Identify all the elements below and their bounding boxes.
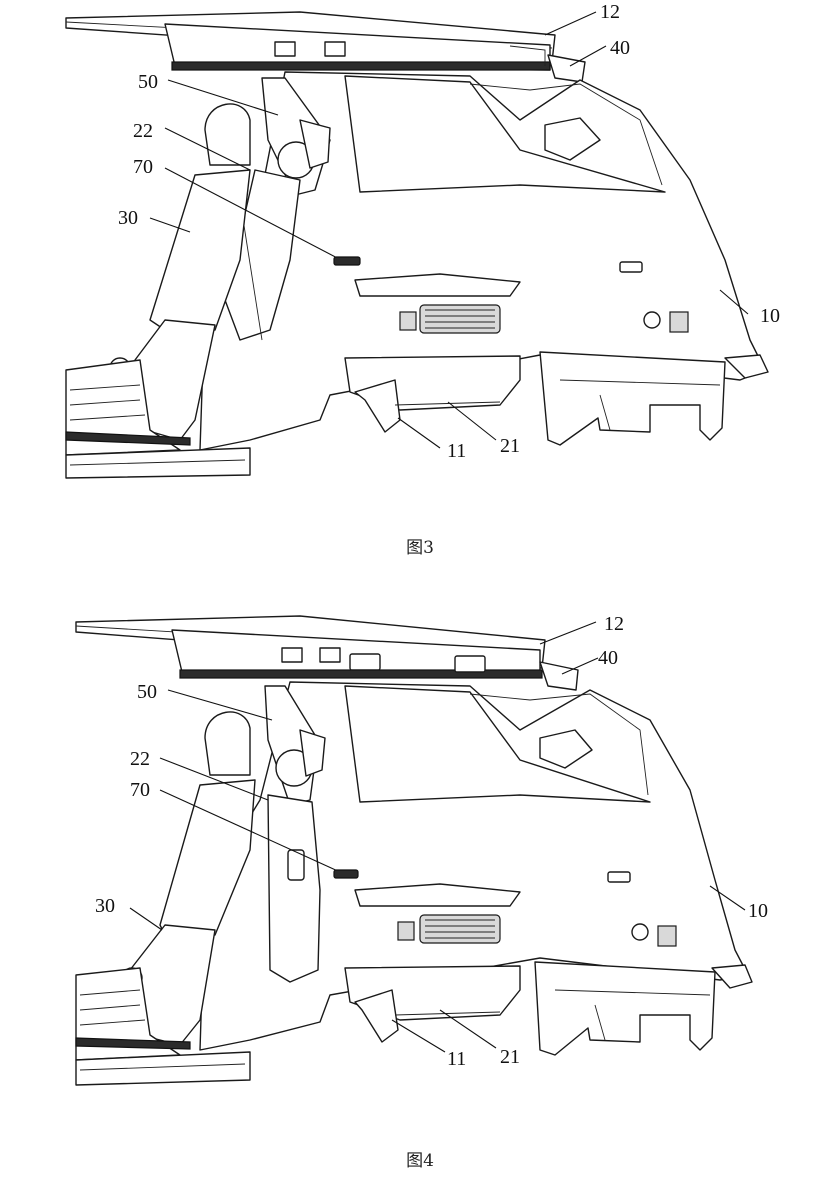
label-22: 22 [133, 120, 153, 142]
label-11: 11 [447, 440, 466, 462]
figure-3-caption: 图3 [406, 538, 434, 558]
pillar-trim-50 [224, 77, 331, 341]
storage-box-21 [344, 351, 769, 446]
leader-lines [129, 621, 746, 1053]
bracket-40 [539, 661, 579, 691]
label-70: 70 [130, 779, 150, 801]
label-12: 12 [600, 1, 620, 23]
bracket-40 [547, 54, 586, 83]
label-30: 30 [118, 207, 138, 229]
figure-4-drawing: 12 40 50 22 70 30 10 11 21 [75, 613, 768, 1086]
roof-header-12 [75, 615, 546, 679]
label-50: 50 [137, 681, 157, 703]
floor-sill [65, 359, 251, 479]
label-21: 21 [500, 1046, 520, 1068]
label-12: 12 [604, 613, 624, 635]
seat-back-30 [121, 779, 256, 1046]
fastener-70 [333, 256, 361, 266]
figure-3-drawing: 12 40 50 22 70 30 10 11 21 [65, 1, 780, 479]
headrest [204, 711, 251, 776]
label-70: 70 [133, 156, 153, 178]
label-10: 10 [760, 305, 780, 327]
pillar-trim-50 [264, 685, 326, 983]
leader-lines [149, 11, 749, 449]
figure-3: 12 40 50 22 70 30 10 11 21 [0, 0, 840, 520]
fastener-70 [333, 869, 359, 879]
label-10: 10 [748, 900, 768, 922]
figure-4-caption: 图4 [406, 1151, 434, 1171]
label-21: 21 [500, 435, 520, 457]
side-trim-panel-10 [199, 681, 749, 1051]
label-40: 40 [610, 37, 630, 59]
label-30: 30 [95, 895, 115, 917]
label-50: 50 [138, 71, 158, 93]
label-40: 40 [598, 647, 618, 669]
figure-4: 12 40 50 22 70 30 10 11 21 [0, 590, 840, 1110]
label-22: 22 [130, 748, 150, 770]
label-11: 11 [447, 1048, 466, 1070]
side-trim-panel-10 [199, 71, 766, 451]
headrest [204, 103, 251, 166]
storage-box-21 [344, 961, 753, 1056]
roof-header-12 [65, 11, 556, 71]
seat-back-30 [109, 169, 251, 441]
floor-sill [75, 967, 251, 1086]
